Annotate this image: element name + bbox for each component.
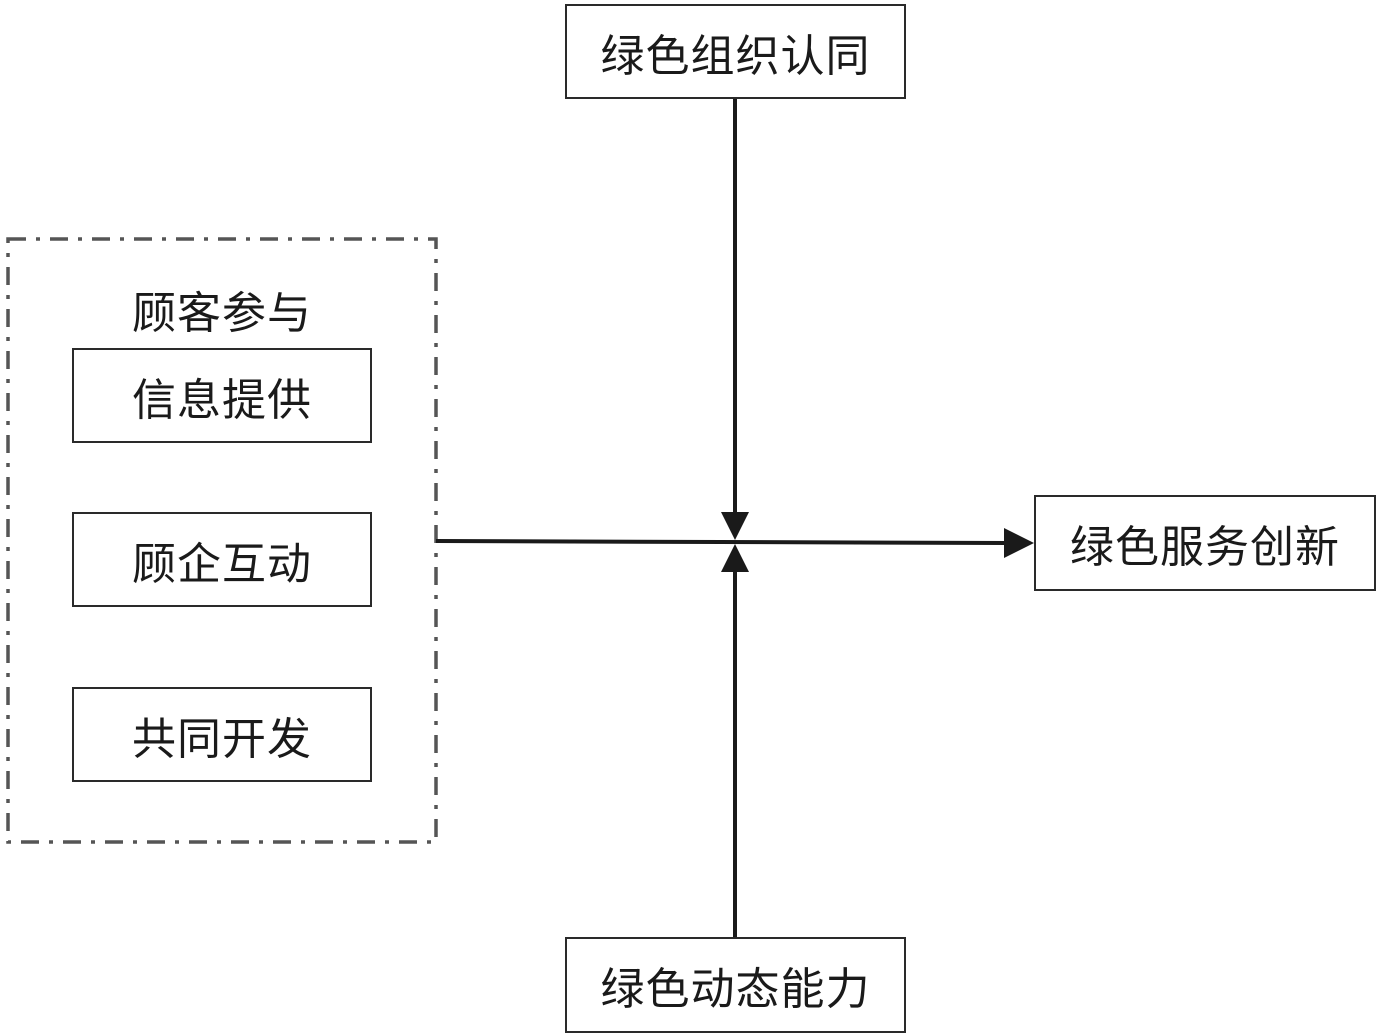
customer-participation-group-border (6, 237, 438, 844)
group-title: 顾客参与 (132, 288, 312, 339)
arrowhead-up (721, 544, 749, 572)
arrowhead-down (721, 512, 749, 540)
arrowhead-right (1004, 528, 1034, 558)
edge-group-to-outcome (435, 539, 1007, 545)
customer-participation-group: 顾客参与 (8, 239, 436, 842)
node-co-development: 共同开发 (72, 687, 372, 782)
node-green-service-innovation: 绿色服务创新 (1034, 495, 1376, 591)
node-green-dynamic-capability: 绿色动态能力 (565, 937, 906, 1033)
node-green-organizational-identity: 绿色组织认同 (565, 4, 906, 99)
node-customer-firm-interaction: 顾企互动 (72, 512, 372, 607)
node-information-provision: 信息提供 (72, 348, 372, 443)
